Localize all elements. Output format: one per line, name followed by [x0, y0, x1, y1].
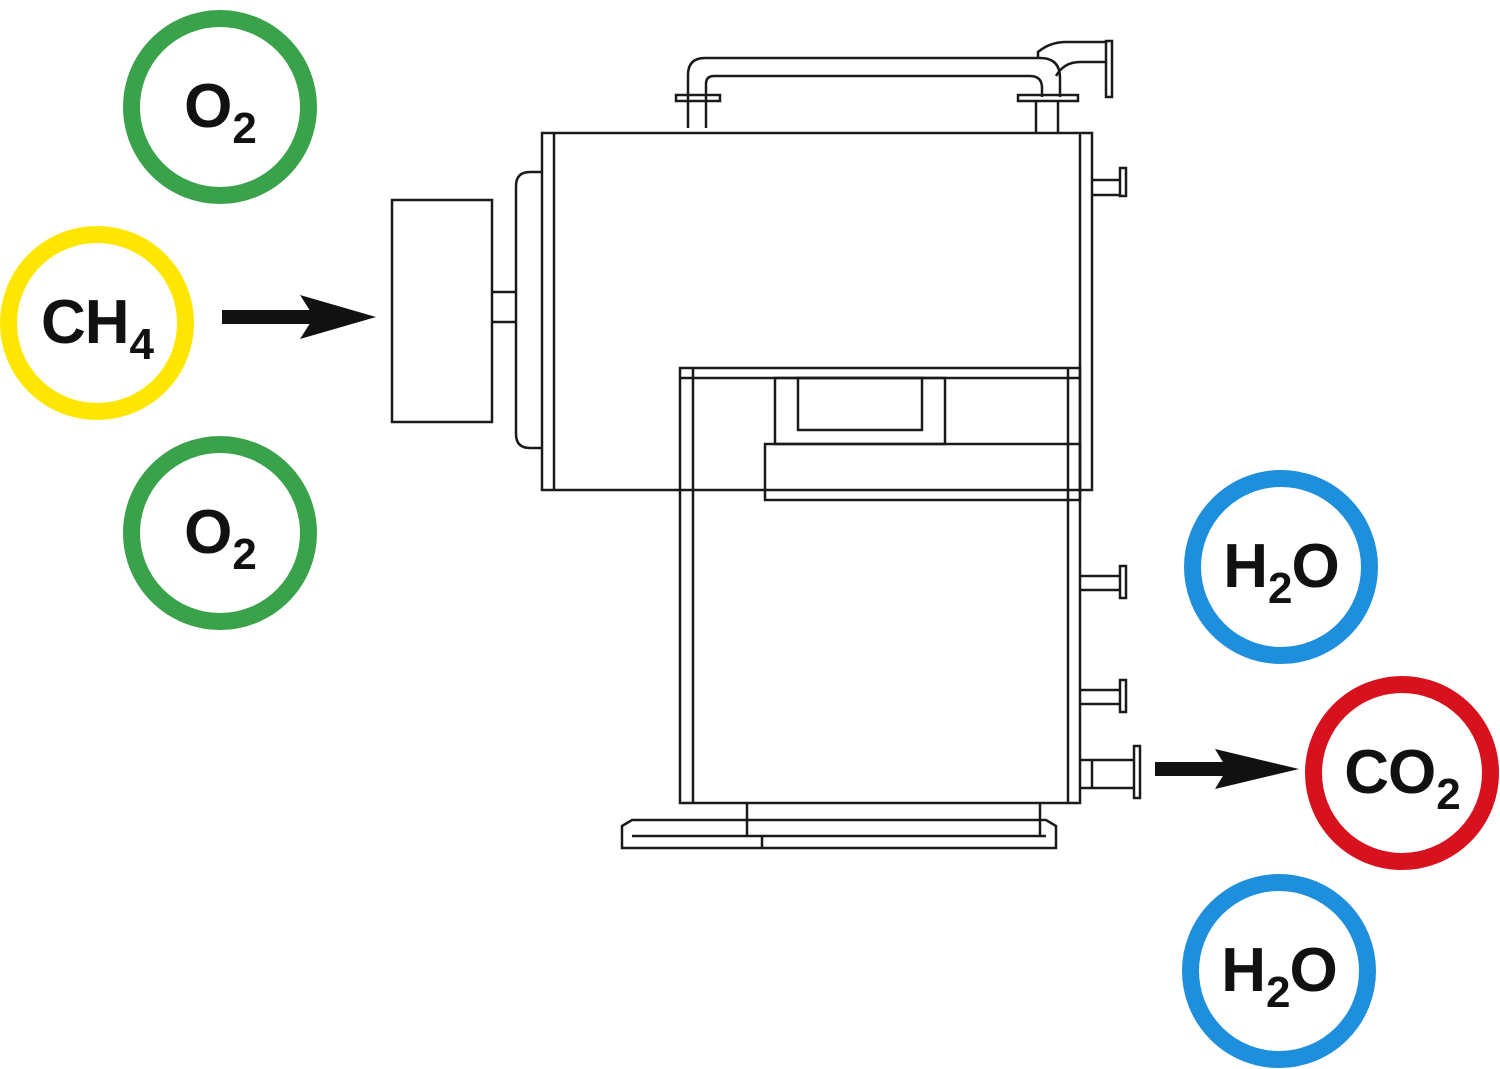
- h2o-formula: H2O: [1223, 532, 1340, 613]
- ch4-formula: CH4: [40, 288, 154, 369]
- o2-molecule-top: O2: [123, 10, 317, 204]
- ch4-molecule: CH4: [0, 226, 194, 420]
- o2-molecule-bottom: O2: [123, 436, 317, 630]
- o2-formula: O2: [184, 498, 257, 579]
- o2-formula: O2: [184, 72, 257, 153]
- right-arrow-icon: [1155, 749, 1299, 789]
- h2o-formula: H2O: [1221, 936, 1338, 1017]
- right-arrow-icon: [222, 295, 376, 339]
- co2-formula: CO2: [1344, 738, 1461, 819]
- co2-molecule: CO2: [1305, 676, 1499, 870]
- h2o-molecule-top: H2O: [1184, 470, 1378, 664]
- h2o-molecule-bottom: H2O: [1182, 874, 1376, 1068]
